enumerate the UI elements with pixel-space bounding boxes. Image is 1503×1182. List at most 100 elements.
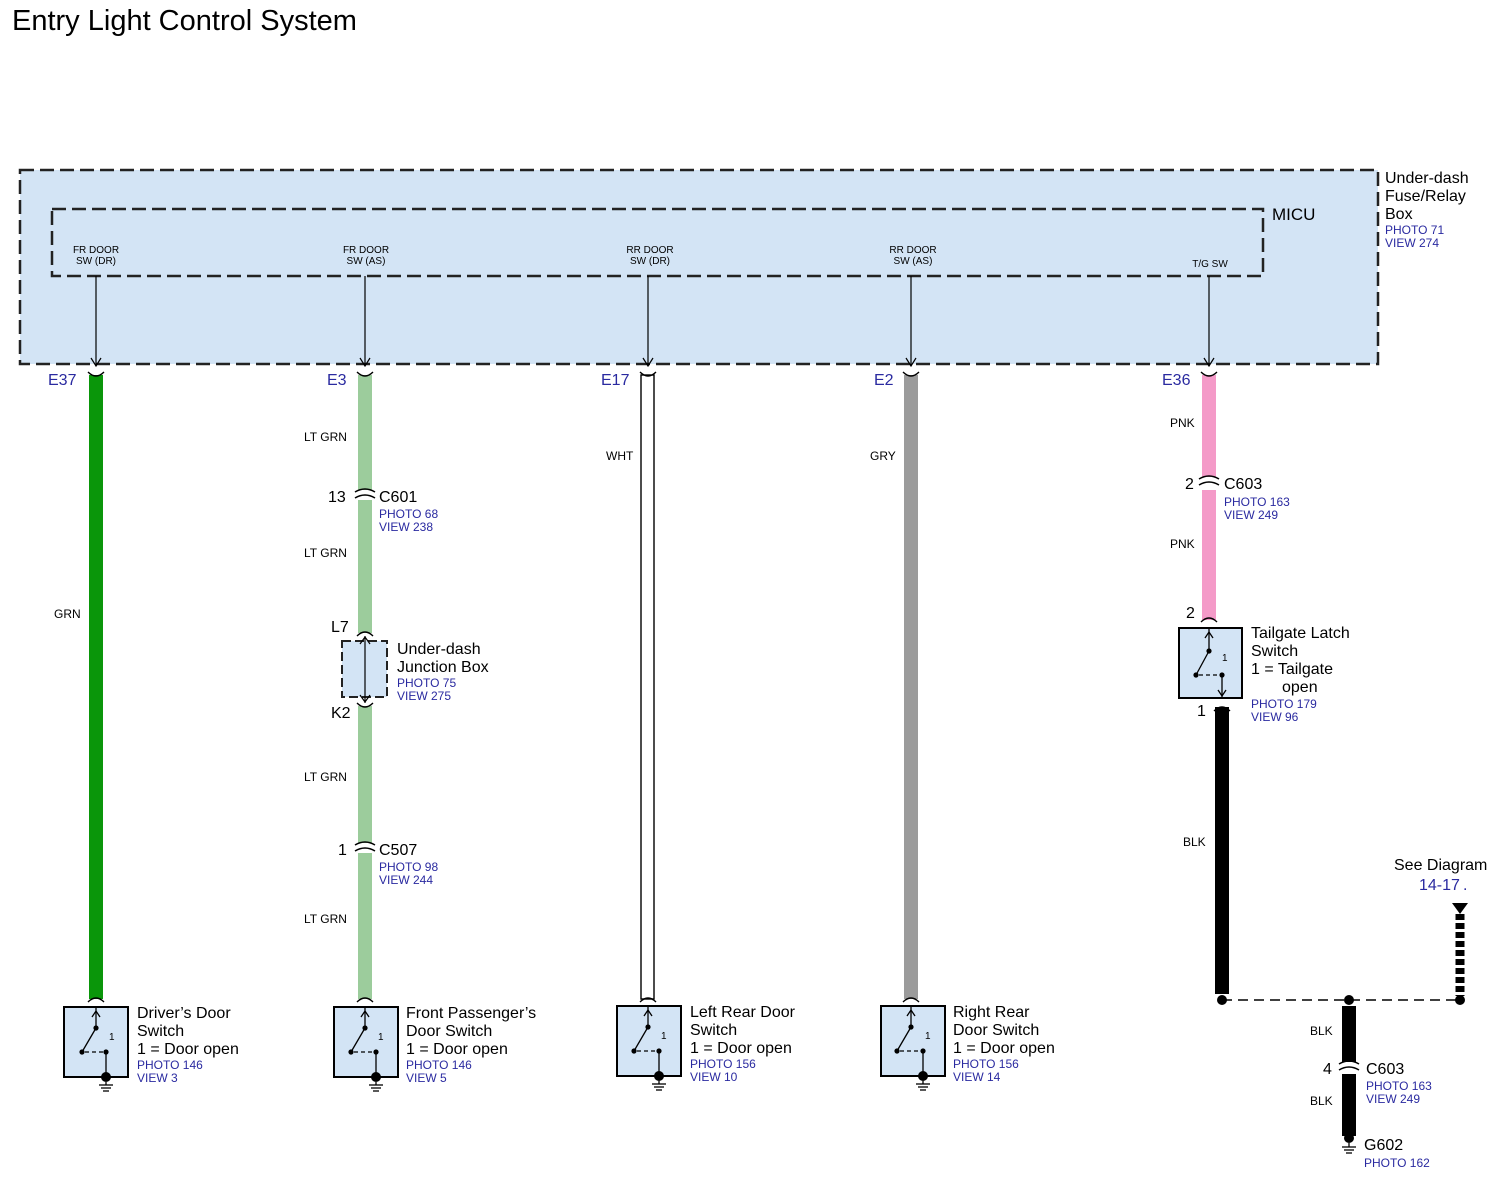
c603-top-view: VIEW 249 [1224, 508, 1278, 522]
left-rear-switch-name-2: Switch [690, 1022, 737, 1039]
pin-label-tg: T/G SW [1192, 259, 1228, 270]
fuse-relay-box: Under-dash Fuse/Relay Box PHOTO 71 VIEW … [18, 168, 1469, 366]
left-rear-switch-name-1: Left Rear Door [690, 1004, 796, 1021]
terminal-e17: E17 [601, 372, 630, 389]
micu-label: MICU [1272, 205, 1315, 224]
pin-label-rr-dr-2: SW (DR) [630, 256, 670, 267]
wire-pnk-seg2 [1202, 490, 1216, 620]
front-pass-switch-name-2: Door Switch [406, 1023, 492, 1040]
front-pass-switch-name-1: Front Passenger’s [406, 1005, 536, 1022]
c601-pin: 13 [328, 489, 346, 506]
diagram-title: Entry Light Control System [12, 5, 357, 37]
pin-label-rr-as-1: RR DOOR [889, 245, 936, 256]
right-rear-door-switch: 1 Right Rear Door Switch 1 = Door open P… [880, 1004, 1055, 1091]
pin-label-fr-as-1: FR DOOR [343, 245, 389, 256]
terminal-e36: E36 [1162, 372, 1191, 389]
wire-blk-seg2 [1342, 1074, 1356, 1136]
right-rear-switch-view: VIEW 14 [953, 1070, 1001, 1084]
tailgate-pin-bottom: 1 [1197, 703, 1206, 720]
c601-photo: PHOTO 68 [379, 507, 438, 521]
cap-pnk-bottom [1200, 617, 1218, 623]
wire-ltgrn-seg1 [358, 375, 372, 490]
tailgate-pin-top: 2 [1186, 605, 1195, 622]
wire-ltgrn-seg4 [358, 853, 372, 999]
wire-label-blk-3: BLK [1310, 1094, 1333, 1108]
pin-label-rr-as-2: SW (AS) [894, 256, 933, 267]
see-diagram-ref[interactable]: See Diagram 14-17 . [1394, 857, 1487, 996]
right-rear-switch-name-2: Door Switch [953, 1022, 1039, 1039]
wire-ltgrn-seg3 [358, 706, 372, 843]
pin-label-fr-dr-2: SW (DR) [76, 256, 116, 267]
c507-mark [354, 841, 376, 852]
connector-c601: 13 C601 PHOTO 68 VIEW 238 [328, 489, 438, 534]
g602-photo: PHOTO 162 [1364, 1156, 1430, 1170]
left-rear-door-switch: 1 Left Rear Door Switch 1 = Door open PH… [616, 1004, 796, 1091]
fuse-box-name-3: Box [1385, 206, 1413, 223]
cap-ltgrn-bottom [356, 997, 374, 1003]
tailgate-photo: PHOTO 179 [1251, 697, 1317, 711]
c603-bottom-mark [1338, 1060, 1360, 1071]
pin-label-fr-as-2: SW (AS) [347, 256, 386, 267]
wire-gry [904, 375, 918, 999]
c603-bottom-pin: 4 [1323, 1061, 1332, 1078]
pin-label-fr-dr-1: FR DOOR [73, 245, 119, 256]
micu-internal-leads [90, 276, 1215, 368]
see-diagram-link[interactable]: 14-17 [1419, 877, 1460, 894]
see-diagram-label: See Diagram [1394, 857, 1487, 874]
right-rear-switch-pos: 1 [925, 1031, 931, 1042]
driver-switch-name-2: Switch [137, 1023, 184, 1040]
c601-name: C601 [379, 489, 417, 506]
tailgate-switch-pos: 1 [1222, 653, 1228, 664]
c603-top-pin: 2 [1185, 476, 1194, 493]
front-pass-switch-view: VIEW 5 [406, 1071, 447, 1085]
cap-gry-top [902, 371, 920, 377]
wire-label-pnk-1: PNK [1170, 416, 1195, 430]
wire-label-pnk-2: PNK [1170, 537, 1195, 551]
tailgate-view: VIEW 96 [1251, 710, 1299, 724]
front-passenger-door-switch: 1 Front Passenger’s Door Switch 1 = Door… [333, 1005, 536, 1092]
see-diagram-punct: . [1463, 877, 1467, 894]
cap-ltgrn-top [356, 371, 374, 377]
fuse-box-name-2: Fuse/Relay [1385, 188, 1466, 205]
arrow-down-icon [1452, 903, 1468, 914]
tailgate-name-2: Switch [1251, 643, 1298, 660]
tailgate-name-3: 1 = Tailgate [1251, 661, 1333, 678]
c507-view: VIEW 244 [379, 873, 433, 887]
front-pass-switch-name-3: 1 = Door open [406, 1041, 508, 1058]
cap-gry-bottom [902, 997, 920, 1003]
wire-label-blk-2: BLK [1310, 1024, 1333, 1038]
tailgate-name-4: open [1282, 679, 1318, 696]
c507-photo: PHOTO 98 [379, 860, 438, 874]
jb-view: VIEW 275 [397, 689, 451, 703]
left-rear-switch-name-3: 1 = Door open [690, 1040, 792, 1057]
jb-photo: PHOTO 75 [397, 676, 456, 690]
connector-c603-top: 2 C603 PHOTO 163 VIEW 249 [1185, 476, 1290, 522]
driver-switch-name-3: 1 = Door open [137, 1041, 239, 1058]
c601-mark [354, 488, 376, 499]
c601-view: VIEW 238 [379, 520, 433, 534]
fuse-box-view: VIEW 274 [1385, 236, 1439, 250]
ground-bus [1217, 995, 1465, 1005]
tailgate-latch-switch: 1 2 1 Tailgate Latch Switch 1 = Tailgate… [1178, 605, 1350, 724]
driver-switch-photo: PHOTO 146 [137, 1058, 203, 1072]
fuse-box-name-1: Under-dash [1385, 170, 1469, 187]
jb-name-1: Under-dash [397, 641, 481, 658]
terminal-e37: E37 [48, 372, 77, 389]
terminal-e2: E2 [874, 372, 894, 389]
right-rear-switch-photo: PHOTO 156 [953, 1057, 1019, 1071]
connector-c507: 1 C507 PHOTO 98 VIEW 244 [338, 842, 438, 887]
left-rear-switch-pos: 1 [661, 1031, 667, 1042]
c603-top-mark [1198, 475, 1220, 486]
wire-blk-tailgate [1215, 707, 1229, 994]
connector-c603-bottom: 4 C603 PHOTO 163 VIEW 249 [1323, 1061, 1432, 1106]
wire-label-ltgrn-4: LT GRN [304, 912, 347, 926]
wire-label-gry: GRY [870, 449, 896, 463]
c603-bottom-photo: PHOTO 163 [1366, 1079, 1432, 1093]
driver-switch-view: VIEW 3 [137, 1071, 178, 1085]
driver-door-switch: 1 Driver’s Door Switch 1 = Door open PHO… [63, 1005, 239, 1092]
c603-top-name: C603 [1224, 476, 1262, 493]
micu-box: MICU [50, 205, 1315, 278]
c507-pin: 1 [338, 842, 347, 859]
c603-bottom-name: C603 [1366, 1061, 1404, 1078]
